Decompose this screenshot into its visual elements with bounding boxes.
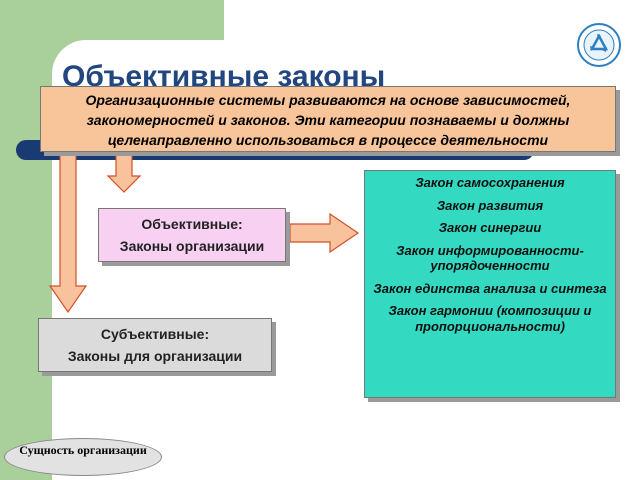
intro-statement-box: Организационные системы развиваются на о… — [40, 86, 616, 152]
nav-button-essence[interactable]: Сущность организации — [4, 438, 162, 476]
objective-laws-box: Объективные: Законы организации — [98, 208, 286, 262]
law-item: Закон самосохранения — [415, 175, 565, 190]
intro-text: Организационные системы развиваются на о… — [85, 92, 571, 148]
law-item: Закон единства анализа и синтеза — [373, 280, 607, 296]
law-item: Закон синергии — [438, 220, 542, 235]
subjective-label: Субъективные: — [100, 326, 210, 342]
arrow-down-long — [48, 149, 88, 314]
arrow-down-short — [106, 149, 142, 193]
arrow-right — [289, 212, 360, 254]
objective-label: Объективные: — [141, 216, 243, 232]
laws-list-box: Закон самосохранения Закон развития Зако… — [364, 170, 616, 398]
recycle-globe-icon — [577, 23, 621, 67]
subjective-sublabel: Законы для организации — [67, 348, 243, 364]
subjective-laws-box: Субъективные: Законы для организации — [38, 318, 272, 372]
law-item: Закон гармонии (композиции и пропорциона… — [388, 303, 592, 334]
law-item: Закон развития — [436, 197, 544, 213]
law-item: Закон информированности-упорядоченности — [396, 242, 584, 274]
objective-sublabel: Законы организации — [119, 238, 265, 254]
nav-button-label: Сущность организации — [19, 443, 147, 457]
